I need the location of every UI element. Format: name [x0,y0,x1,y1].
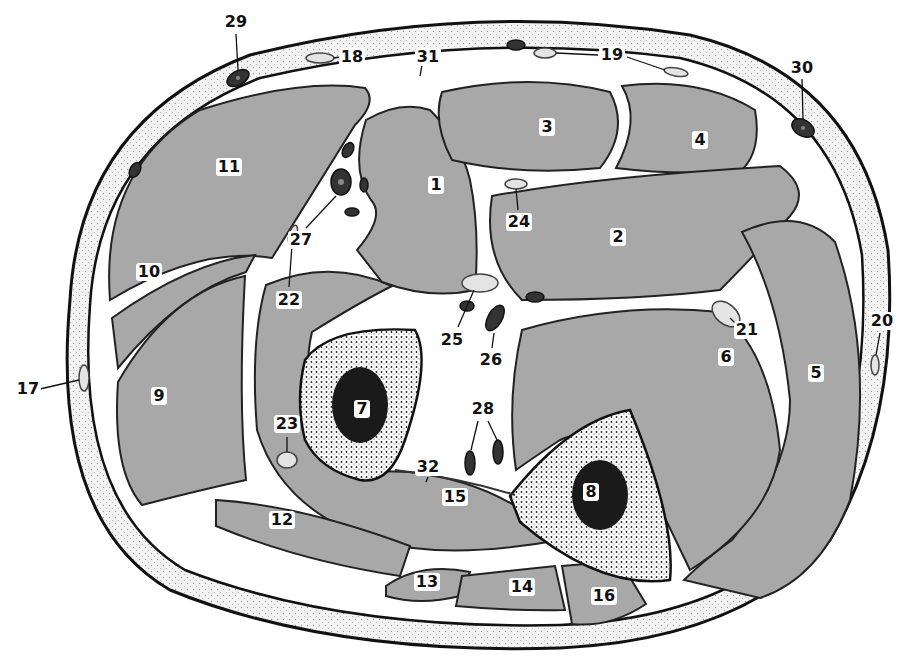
callout-number: 31 [415,48,441,66]
callout-number: 12 [269,511,295,529]
callout-number: 27 [288,231,314,249]
callout-number: 32 [415,458,441,476]
callout-number: 1 [428,176,443,194]
callout-number: 21 [734,321,760,339]
callout-number: 28 [470,400,496,418]
callout-number: 2 [610,228,625,246]
callout-number: 11 [216,158,242,176]
callout-number: 22 [276,291,302,309]
callout-number: 29 [223,13,249,31]
callout-number: 19 [599,46,625,64]
callout-number: 20 [869,312,895,330]
callout-number: 18 [339,48,365,66]
callout-number: 16 [591,587,617,605]
callout-number: 15 [442,488,468,506]
callout-number: 30 [789,59,815,77]
callout-number: 6 [718,348,733,366]
callout-number: 8 [583,483,598,501]
callout-number: 9 [151,387,166,405]
callout-number: 5 [808,364,823,382]
callout-number: 4 [692,131,707,149]
callout-number: 26 [478,351,504,369]
callout-number: 14 [509,578,535,596]
callout-number: 13 [414,573,440,591]
callout-number: 17 [15,380,41,398]
callout-number: 7 [354,400,369,418]
callout-number: 24 [506,213,532,231]
callout-number: 10 [136,263,162,281]
callout-number: 23 [274,415,300,433]
callout-number: 25 [439,331,465,349]
callout-number: 3 [539,118,554,136]
